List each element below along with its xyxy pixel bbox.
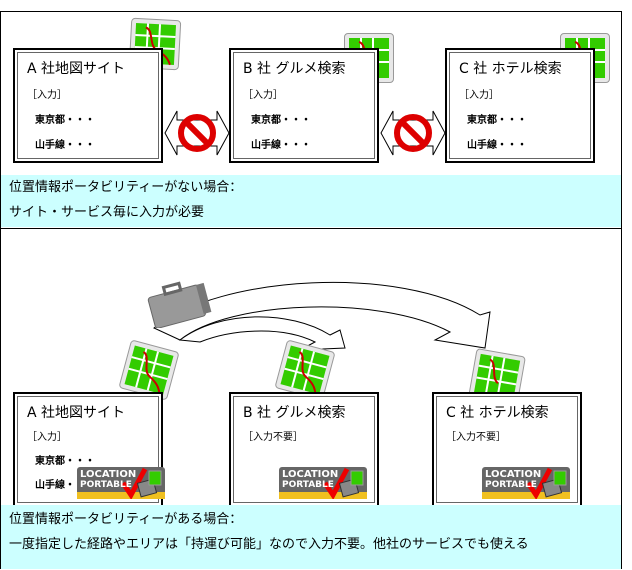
box-title: A 社地図サイト <box>27 61 126 77</box>
location-portable-badge: LOCATION PORTABLE <box>482 467 570 499</box>
box-title: C 社 ホテル検索 <box>446 405 549 421</box>
box-label: ［入力不要］ <box>243 432 303 443</box>
badge-text: PORTABLE <box>485 480 537 490</box>
briefcase-icon <box>147 281 212 328</box>
caption-text: サイト・サービス毎に入力が必要 <box>9 205 205 220</box>
input-line: 山手線・・・ <box>467 140 527 151</box>
prohibited-transfer-icon <box>380 110 446 156</box>
site-c-box: C 社 ホテル検索 ［入力］ 東京都・・・ 山手線・・・ <box>445 48 595 163</box>
box-title: B 社 グルメ検索 <box>243 61 346 77</box>
badge-text: PORTABLE <box>80 480 132 490</box>
curved-arrows <box>153 281 491 351</box>
badge-text: PORTABLE <box>282 480 334 490</box>
input-line: 東京都・・・ <box>35 456 95 467</box>
site-b-box: B 社 グルメ検索 ［入力］ 東京都・・・ 山手線・・・ <box>229 48 379 163</box>
badge-text: LOCATION <box>80 469 137 480</box>
badge-text: LOCATION <box>485 469 542 480</box>
input-line: 東京都・・・ <box>35 115 95 126</box>
map-icon <box>274 339 336 401</box>
caption-with-portability: 位置情報ポータビリティーがある場合： 一度指定した経路やエリアは「持運び可能」な… <box>1 505 621 569</box>
badge-text: LOCATION <box>282 469 339 480</box>
location-portable-badge: LOCATION PORTABLE <box>77 467 165 499</box>
site-a-box: A 社地図サイト ［入力］ 東京都・・・ 山手線・・・ <box>13 48 163 163</box>
map-icon <box>118 339 180 401</box>
box-label: ［入力不要］ <box>446 432 506 443</box>
input-line: 東京都・・・ <box>467 115 527 126</box>
section-divider <box>0 228 622 229</box>
location-portable-badge: LOCATION PORTABLE <box>279 467 367 499</box>
map-icon <box>468 348 526 406</box>
box-label: ［入力］ <box>27 90 67 101</box>
input-line: 山手線・ <box>35 480 75 491</box>
input-line: 山手線・・・ <box>35 140 95 151</box>
prohibited-transfer-icon <box>164 110 230 156</box>
box-label: ［入力］ <box>243 90 283 101</box>
caption-heading: 位置情報ポータビリティーがある場合： <box>9 512 243 527</box>
input-line: 山手線・・・ <box>251 140 311 151</box>
caption-without-portability: 位置情報ポータビリティーがない場合： サイト・サービス毎に入力が必要 <box>1 175 621 227</box>
box-title: A 社地図サイト <box>27 405 126 421</box>
box-label: ［入力］ <box>459 90 499 101</box>
box-title: B 社 グルメ検索 <box>243 405 346 421</box>
caption-heading: 位置情報ポータビリティーがない場合： <box>9 180 243 195</box>
box-title: C 社 ホテル検索 <box>459 61 562 77</box>
input-line: 東京都・・・ <box>251 115 311 126</box>
box-label: ［入力］ <box>27 432 67 443</box>
caption-text: 一度指定した経路やエリアは「持運び可能」なので入力不要。他社のサービスでも使える <box>9 537 529 552</box>
